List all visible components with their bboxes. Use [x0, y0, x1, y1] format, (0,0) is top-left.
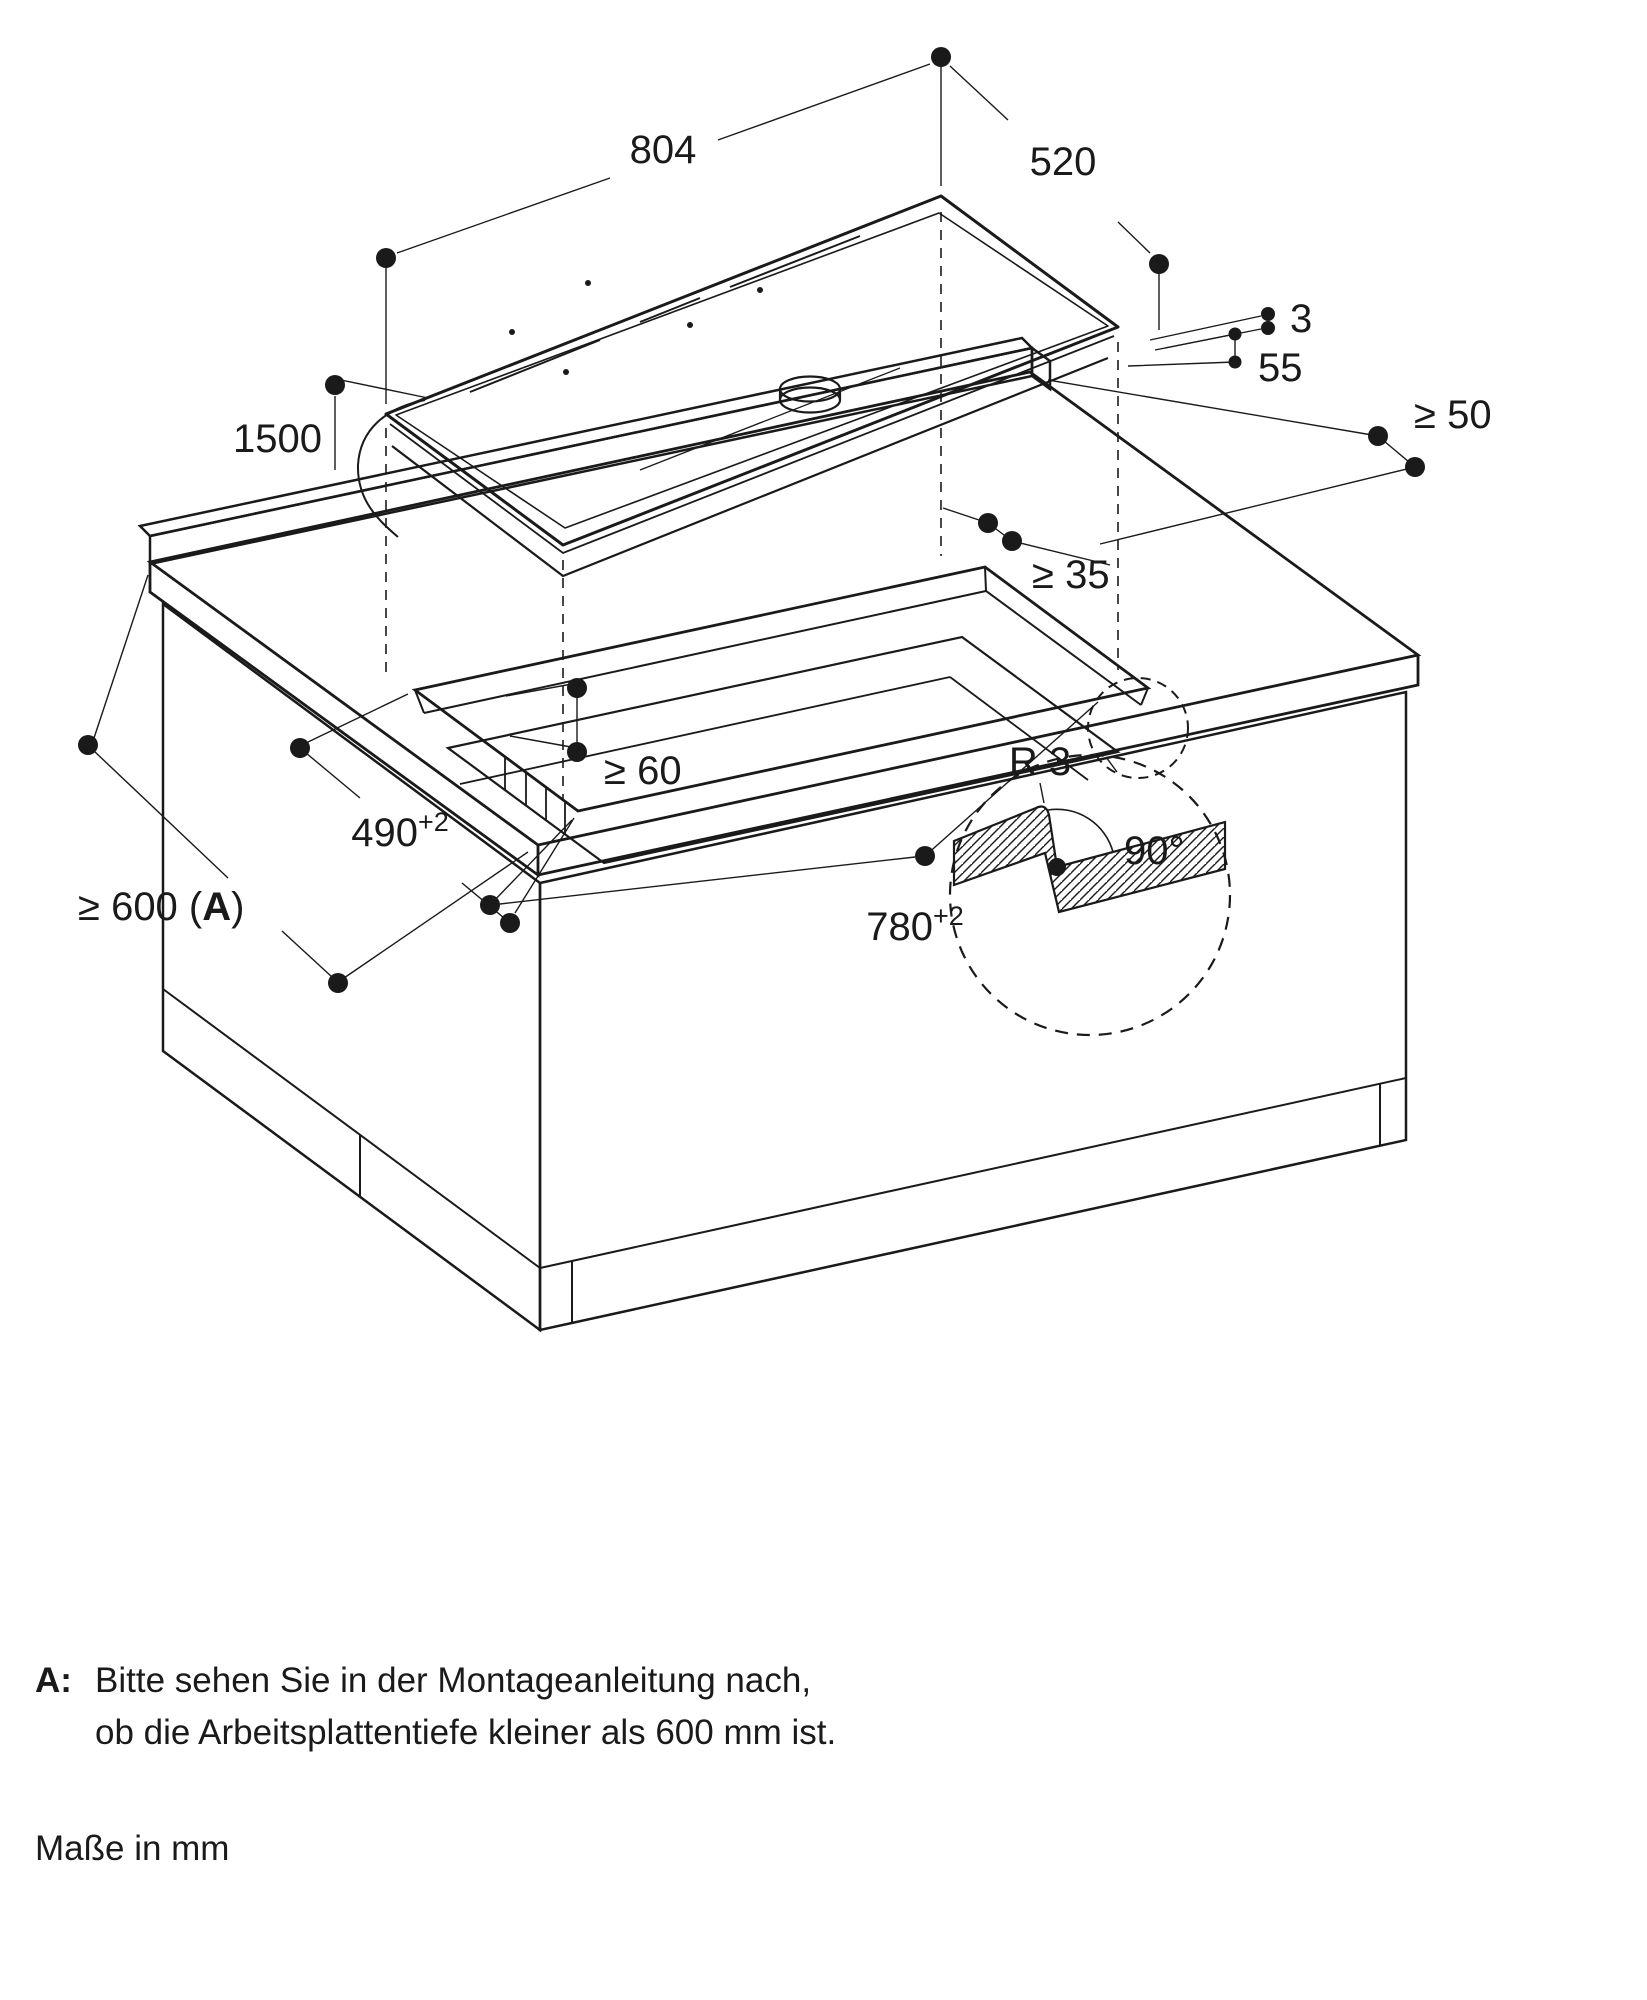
- dim-dot: [500, 913, 520, 933]
- dim-dot: [1405, 457, 1425, 477]
- cabinet-front-face: [538, 690, 1408, 1332]
- dim-dot: [328, 973, 348, 993]
- edge-detail: R 3 90°: [948, 677, 1232, 1037]
- footnote-line1: Bitte sehen Sie in der Montageanleitung …: [95, 1661, 811, 1700]
- dim-dot: [567, 678, 587, 698]
- dimension-appliance-width: 804: [376, 47, 951, 404]
- cutout-wall-corners: [414, 566, 1149, 714]
- glass-panel: [384, 194, 1120, 547]
- dim-dot: [325, 375, 345, 395]
- glass-facet-edge: [389, 335, 1115, 555]
- dim-dot: [1228, 355, 1242, 369]
- dim-dot: [567, 742, 587, 762]
- dimension-cable-length: 1500: [233, 375, 429, 470]
- dim-dot: [1261, 307, 1275, 321]
- radius-leader: [1039, 782, 1045, 804]
- inner-frame-opening: [445, 635, 1121, 865]
- dim-label-R3: R 3: [1009, 740, 1071, 784]
- dimension-bottom-clearance: ≥ 60: [505, 678, 682, 793]
- dim-dot: [931, 47, 951, 67]
- dimension-cutout-depth: 490+2: [290, 693, 575, 933]
- dim-label-780: 780+2: [866, 901, 964, 949]
- footnote-line2: ob die Arbeitsplattentiefe kleiner als 6…: [95, 1713, 836, 1752]
- projection-lines: [385, 212, 1119, 800]
- dim-dot: [1149, 254, 1169, 274]
- zone-marking-front: [639, 367, 901, 471]
- footnote-marker: A:: [35, 1661, 72, 1700]
- dim-dot: [1261, 321, 1275, 335]
- units-note: Maße in mm: [35, 1829, 229, 1868]
- detail-link-line: [1105, 756, 1118, 773]
- zone-marking-dots: [509, 280, 763, 375]
- worktop-edge-front: [537, 655, 1420, 877]
- dimension-cutout-width: 780+2: [480, 701, 1099, 949]
- dim-label-min50: ≥ 50: [1414, 393, 1492, 437]
- dim-label-90deg: 90°: [1124, 829, 1185, 873]
- dim-label-55: 55: [1258, 346, 1303, 390]
- dim-label-min600A: ≥ 600 (A): [78, 885, 244, 929]
- worktop-top-surface: [146, 370, 1422, 847]
- dimension-appliance-depth: 520: [949, 65, 1169, 330]
- dim-label-3: 3: [1290, 297, 1312, 341]
- angle-arc: [1047, 808, 1114, 853]
- dim-label-1500: 1500: [233, 417, 322, 461]
- cooktop: [356, 194, 1120, 578]
- worktop-cutout: [411, 565, 1152, 865]
- dimension-rear-clearance: ≥ 50: [1047, 379, 1492, 545]
- worktop: [137, 336, 1422, 878]
- glass-inner-rim: [395, 212, 1109, 529]
- toe-kick-front: [539, 1077, 1407, 1269]
- inner-frame-ribs: [504, 757, 566, 834]
- housing-bottom-edge: [391, 356, 1109, 578]
- dim-label-490: 490+2: [351, 807, 449, 855]
- dimension-back-distance: ≥ 35: [942, 507, 1111, 597]
- worktop-edge-left: [148, 562, 540, 878]
- footnotes: A: Bitte sehen Sie in der Montageanleitu…: [35, 1661, 836, 1868]
- dim-label-520: 520: [1030, 140, 1097, 184]
- base-cabinet: [161, 601, 1408, 1333]
- control-knob: [778, 375, 842, 414]
- dim-dot: [290, 738, 310, 758]
- zone-marking-lines: [469, 235, 861, 393]
- detail-marker-circle: [1087, 677, 1189, 779]
- backsplash-top: [137, 336, 1035, 538]
- dimension-glass-and-housing: 3 55: [1127, 297, 1312, 390]
- dim-dot: [1368, 426, 1388, 446]
- dim-dot: [78, 735, 98, 755]
- dim-dot: [978, 513, 998, 533]
- dim-dot: [1228, 327, 1242, 341]
- toe-kick-left: [162, 988, 541, 1269]
- dim-dot: [1002, 531, 1022, 551]
- dim-label-min60: ≥ 60: [604, 749, 682, 793]
- angle-vertex-dot: [1048, 858, 1066, 876]
- worktop-cross-section: [952, 805, 1227, 914]
- detail-view-circle: [948, 753, 1232, 1037]
- cabinet-left-face: [161, 601, 542, 1333]
- dim-label-804: 804: [630, 128, 697, 172]
- dim-dot: [480, 895, 500, 915]
- dimension-worktop-depth: ≥ 600 (A): [78, 574, 529, 993]
- dim-dot: [915, 846, 935, 866]
- dim-dot: [376, 248, 396, 268]
- inner-frame-rail: [459, 676, 1089, 785]
- dim-label-min35: ≥ 35: [1032, 553, 1110, 597]
